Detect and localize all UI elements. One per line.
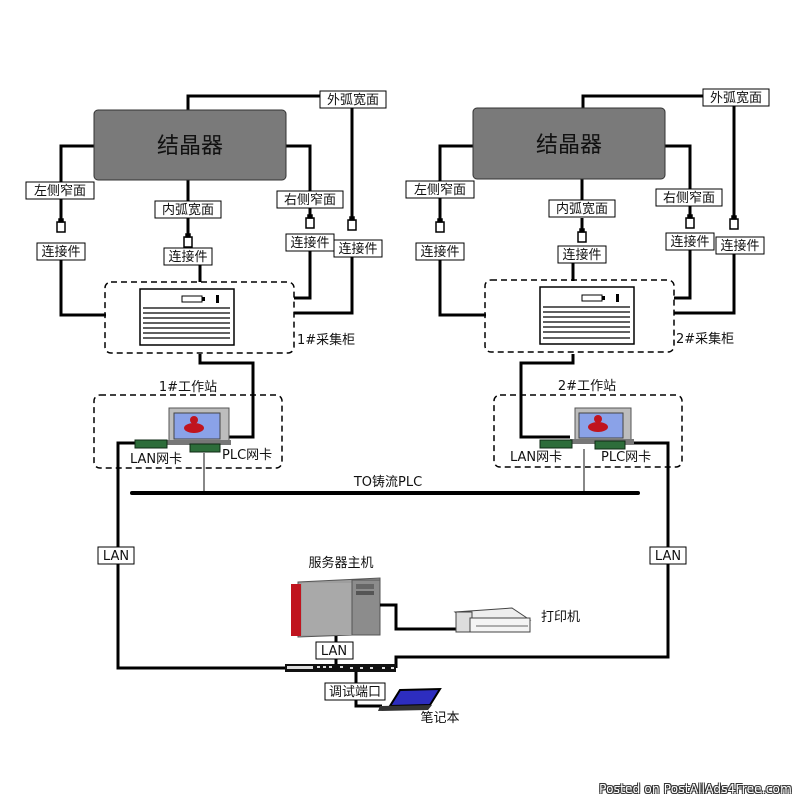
workstation-1-boundary bbox=[93, 394, 283, 469]
lan-tag-server: LAN bbox=[315, 641, 354, 660]
face-label-right-1: 右侧窄面 bbox=[276, 190, 344, 209]
connector-label: 连接件 bbox=[715, 236, 765, 255]
face-label-outer-2: 外弧宽面 bbox=[702, 88, 770, 107]
lan-tag-left: LAN bbox=[97, 546, 135, 565]
workstation-2-label: 2#工作站 bbox=[558, 379, 616, 394]
svg-text:右侧窄面: 右侧窄面 bbox=[284, 192, 336, 208]
connector-label: 连接件 bbox=[36, 242, 86, 261]
face-label-left-1: 左侧窄面 bbox=[25, 181, 95, 200]
printer-icon bbox=[453, 607, 532, 633]
lan-card-label: LAN网卡 bbox=[130, 452, 182, 467]
crystallizer-1 bbox=[93, 109, 287, 181]
cabinet-2-icon bbox=[539, 286, 635, 345]
lan-tag-right: LAN bbox=[649, 546, 687, 565]
laptop-label: 笔记本 bbox=[420, 710, 459, 726]
server-label: 服务器主机 bbox=[308, 555, 373, 571]
unit-1-wires bbox=[59, 94, 354, 670]
face-label-inner-1: 内弧宽面 bbox=[154, 200, 222, 219]
network-switch-icon bbox=[285, 664, 396, 672]
laptop-icon bbox=[378, 687, 442, 711]
lan-card-icon bbox=[134, 439, 168, 449]
svg-text:外弧宽面: 外弧宽面 bbox=[710, 90, 762, 106]
plc-bus-label: TO铸流PLC bbox=[353, 474, 422, 490]
lan-card-icon bbox=[539, 439, 573, 449]
svg-text:内弧宽面: 内弧宽面 bbox=[556, 201, 608, 217]
cabinet-2-boundary bbox=[484, 279, 675, 353]
plc-card-icon bbox=[594, 440, 626, 450]
workstation-computer-icon bbox=[165, 407, 231, 445]
cabinet-1-icon bbox=[139, 288, 235, 346]
svg-text:LAN: LAN bbox=[321, 644, 347, 659]
svg-text:连接件: 连接件 bbox=[168, 249, 207, 265]
lan-card-label: LAN网卡 bbox=[510, 450, 562, 465]
plug-icon bbox=[56, 218, 66, 233]
unit-2-wires bbox=[394, 94, 736, 668]
plug-icon bbox=[347, 216, 357, 231]
face-label-outer-1: 外弧宽面 bbox=[319, 90, 387, 109]
printer-label: 打印机 bbox=[541, 610, 580, 625]
cabinet-1-label: 1#采集柜 bbox=[297, 332, 355, 348]
plc-card-label: PLC网卡 bbox=[222, 448, 272, 463]
face-label-left-2: 左侧窄面 bbox=[405, 180, 475, 199]
svg-text:LAN: LAN bbox=[655, 549, 681, 564]
svg-text:LAN: LAN bbox=[103, 549, 129, 564]
svg-text:连接件: 连接件 bbox=[670, 234, 709, 250]
svg-text:内弧宽面: 内弧宽面 bbox=[162, 202, 214, 218]
svg-text:左侧窄面: 左侧窄面 bbox=[34, 183, 86, 199]
plug-icon bbox=[685, 214, 695, 229]
unit-2: 结晶器 左侧窄面 内弧宽面 右侧窄面 外弧宽面 bbox=[394, 88, 770, 668]
connector-label: 连接件 bbox=[557, 245, 607, 264]
workstation-computer-icon bbox=[570, 407, 634, 444]
svg-text:连接件: 连接件 bbox=[290, 235, 329, 251]
svg-text:外弧宽面: 外弧宽面 bbox=[327, 92, 379, 108]
plug-icon bbox=[435, 218, 445, 233]
plc-card-label: PLC网卡 bbox=[601, 450, 651, 465]
crystallizer-2-label: 结晶器 bbox=[536, 133, 602, 158]
svg-text:连接件: 连接件 bbox=[41, 244, 80, 260]
crystallizer-2 bbox=[472, 107, 666, 180]
workstation-1-label: 1#工作站 bbox=[159, 380, 217, 395]
plc-bus-line bbox=[130, 491, 640, 495]
cabinet-1-boundary bbox=[104, 281, 295, 354]
workstation-2-boundary bbox=[493, 394, 683, 468]
plug-icon bbox=[577, 228, 587, 243]
svg-text:连接件: 连接件 bbox=[720, 238, 759, 254]
plug-icon bbox=[729, 215, 739, 230]
plug-icon bbox=[183, 233, 193, 248]
svg-text:右侧窄面: 右侧窄面 bbox=[663, 190, 715, 206]
plug-icon bbox=[305, 214, 315, 229]
svg-text:左侧窄面: 左侧窄面 bbox=[414, 182, 466, 198]
watermark: Posted on PostAllAds4Free.com bbox=[599, 782, 792, 796]
connector-label: 连接件 bbox=[665, 232, 715, 251]
connector-label: 连接件 bbox=[285, 233, 335, 252]
connector-label: 连接件 bbox=[333, 239, 383, 258]
connector-label: 连接件 bbox=[415, 242, 465, 261]
face-label-inner-2: 内弧宽面 bbox=[548, 199, 616, 218]
face-label-right-2: 右侧窄面 bbox=[655, 188, 723, 207]
plc-card-icon bbox=[189, 443, 221, 453]
svg-text:连接件: 连接件 bbox=[562, 247, 601, 263]
unit-1: 结晶器 左侧窄面 内弧宽面 右侧窄面 外弧宽面 bbox=[25, 90, 387, 670]
cabinet-2-label: 2#采集柜 bbox=[676, 331, 734, 347]
debug-port-tag: 调试端口 bbox=[324, 682, 386, 701]
svg-text:调试端口: 调试端口 bbox=[329, 685, 381, 700]
crystallizer-1-label: 结晶器 bbox=[157, 134, 223, 159]
svg-text:连接件: 连接件 bbox=[338, 241, 377, 257]
server-icon bbox=[291, 577, 381, 638]
connector-label: 连接件 bbox=[163, 247, 213, 266]
svg-text:连接件: 连接件 bbox=[420, 244, 459, 260]
